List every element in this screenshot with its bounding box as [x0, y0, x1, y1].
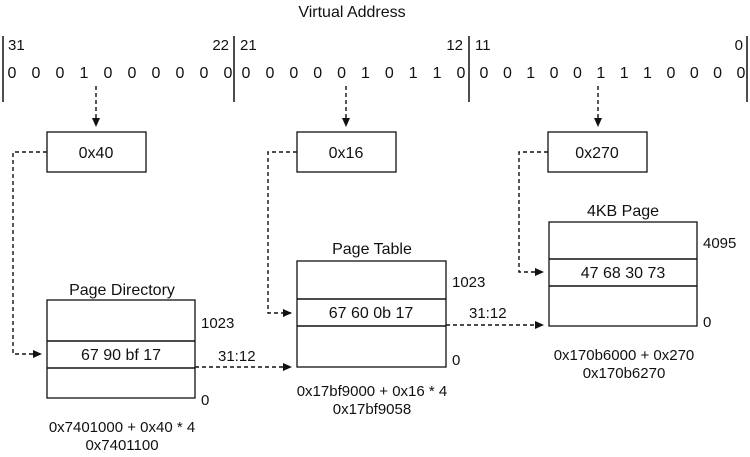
- address-bit: 0: [265, 65, 274, 82]
- bit-index-11: 11: [475, 37, 491, 54]
- page-calc-2: 0x170b6270: [583, 365, 666, 382]
- offset-index-box: [547, 131, 648, 173]
- page-directory-calc-2: 0x7401100: [85, 437, 158, 454]
- address-bit: 0: [128, 65, 137, 82]
- page-bottom-index: 0: [703, 314, 711, 331]
- address-bit: 0: [550, 65, 559, 82]
- bit-index-31: 31: [8, 37, 25, 54]
- offset-index-value: 0x270: [575, 145, 619, 162]
- bit-index-12: 12: [446, 37, 463, 54]
- address-bit: 0: [200, 65, 209, 82]
- page-table-calc-2: 0x17bf9058: [333, 401, 411, 418]
- page-table-bottom-index: 0: [452, 352, 460, 369]
- diagram-title: Virtual Address: [298, 4, 405, 21]
- table-lookup-arrow: [267, 151, 297, 317]
- page-table-box: [296, 260, 447, 368]
- page-directory-entry: 67 90 bf 17: [81, 347, 161, 364]
- address-bit: 0: [480, 65, 489, 82]
- address-bit: 0: [457, 65, 466, 82]
- bit-index-0: 0: [735, 37, 743, 54]
- address-bit: 1: [80, 65, 89, 82]
- address-bit: 0: [152, 65, 161, 82]
- address-bit: 0: [56, 65, 65, 82]
- page-box: [548, 221, 698, 327]
- address-bit: 1: [643, 65, 652, 82]
- address-bit: 1: [526, 65, 535, 82]
- address-bit: 0: [289, 65, 298, 82]
- address-bit: 0: [32, 65, 41, 82]
- page-table-top-index: 1023: [452, 274, 485, 291]
- directory-index-box: [46, 131, 147, 173]
- page-calc-1: 0x170b6000 + 0x270: [554, 347, 695, 364]
- page-title: 4KB Page: [587, 203, 659, 220]
- address-bit: 0: [573, 65, 582, 82]
- address-bit: 0: [337, 65, 346, 82]
- address-bit: 0: [104, 65, 113, 82]
- page-table-calc-1: 0x17bf9000 + 0x16 * 4: [297, 383, 448, 400]
- address-bit: 1: [596, 65, 605, 82]
- address-bit: 0: [8, 65, 17, 82]
- address-bit: 0: [503, 65, 512, 82]
- directory-range-label: 31:12: [218, 348, 256, 365]
- page-directory-bottom-index: 0: [201, 392, 209, 409]
- page-directory-top-index: 1023: [201, 315, 234, 332]
- address-bit: 1: [433, 65, 442, 82]
- page-directory-box: [46, 299, 196, 399]
- offset-lookup-arrow: [518, 151, 548, 276]
- page-top-index: 4095: [703, 235, 736, 252]
- bit-index-22: 22: [212, 37, 229, 54]
- address-bit: 1: [409, 65, 418, 82]
- page-table-entry: 67 60 0b 17: [329, 305, 414, 322]
- address-bit: 0: [385, 65, 394, 82]
- address-bit: 0: [313, 65, 322, 82]
- bit-index-21: 21: [240, 37, 257, 54]
- address-bit: 0: [713, 65, 722, 82]
- table-index-box: [296, 131, 397, 173]
- directory-index-value: 0x40: [79, 145, 114, 162]
- address-bit: 1: [620, 65, 629, 82]
- page-directory-title: Page Directory: [69, 282, 175, 299]
- address-bit: 0: [690, 65, 699, 82]
- address-bit: 0: [737, 65, 746, 82]
- table-range-label: 31:12: [469, 305, 507, 322]
- page-table-title: Page Table: [332, 241, 412, 258]
- page-entry: 47 68 30 73: [581, 265, 666, 282]
- address-bit: 0: [176, 65, 185, 82]
- table-index-value: 0x16: [329, 145, 364, 162]
- address-bit: 0: [666, 65, 675, 82]
- directory-lookup-arrow: [12, 151, 47, 358]
- page-directory-calc-1: 0x7401000 + 0x40 * 4: [49, 419, 195, 436]
- address-bit: 1: [361, 65, 370, 82]
- address-bit: 0: [224, 65, 233, 82]
- address-bit: 0: [242, 65, 251, 82]
